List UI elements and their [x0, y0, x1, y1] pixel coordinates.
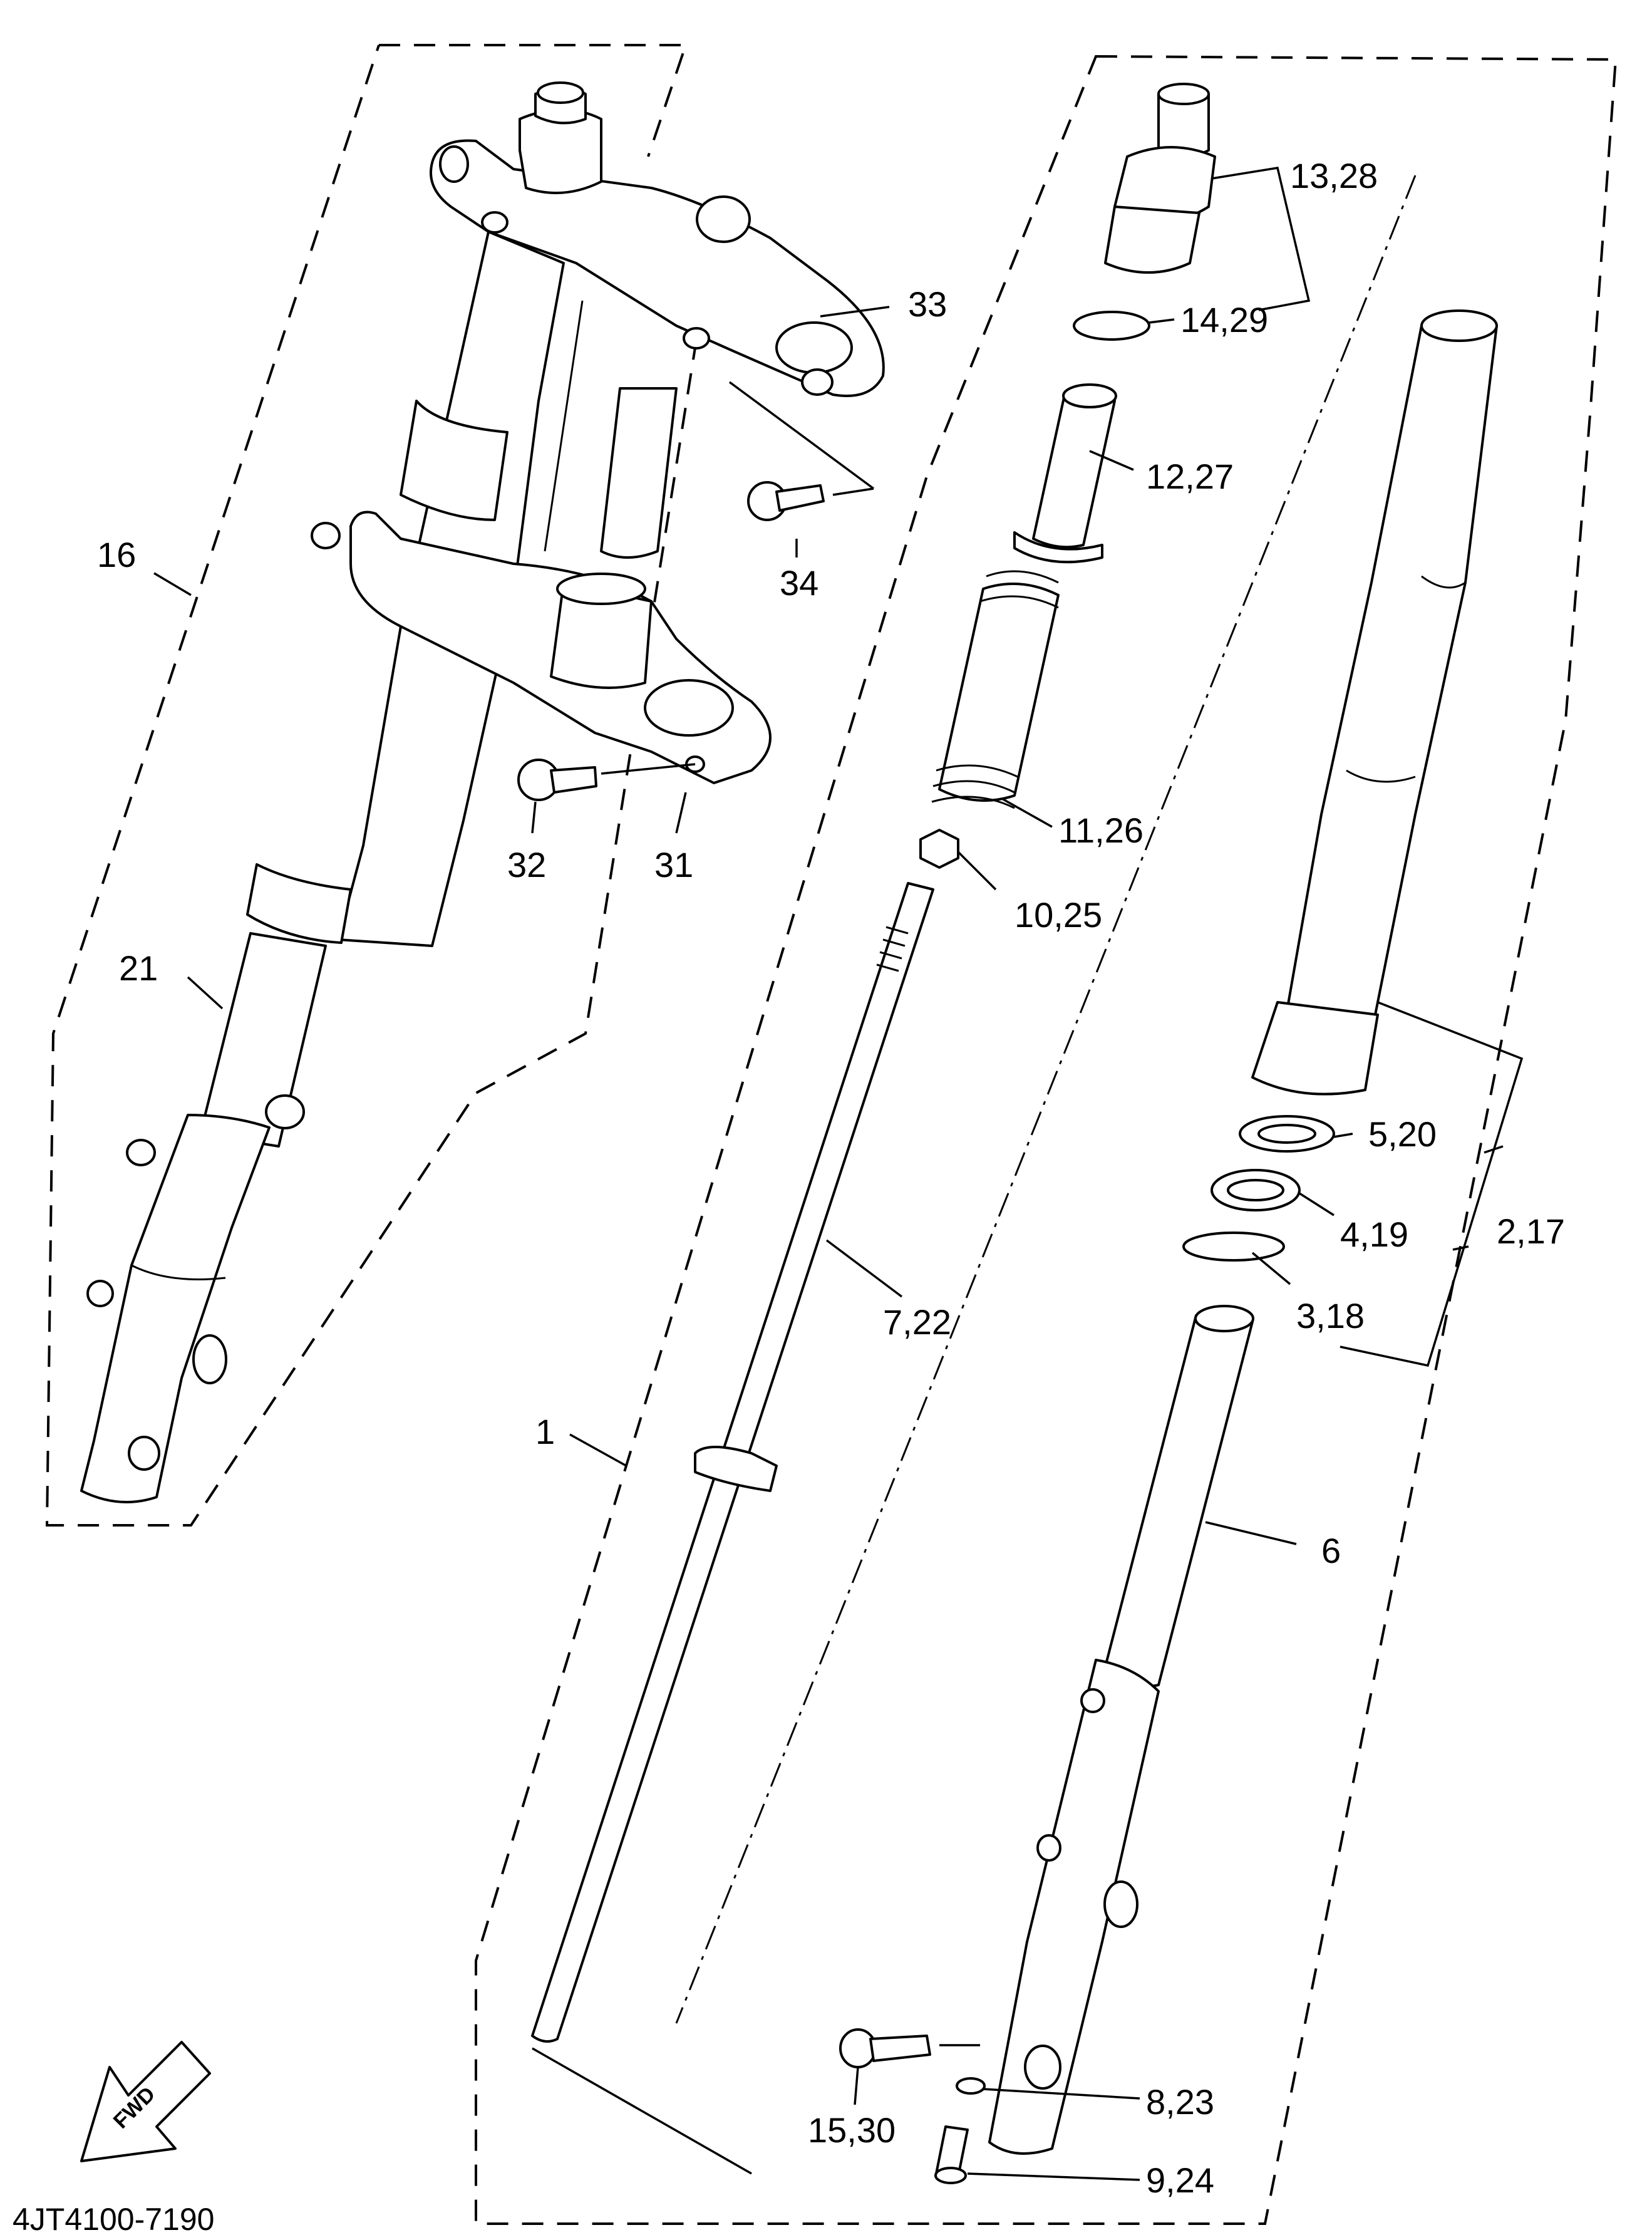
leader-32	[531, 801, 537, 834]
callout-14-29: 14,29	[1180, 300, 1268, 340]
bolt-15-30	[839, 2028, 931, 2068]
callout-32: 32	[507, 845, 546, 884]
leader-8-23	[983, 2088, 1140, 2100]
bolt-34	[747, 481, 825, 521]
steering-stem-nut	[519, 81, 602, 194]
callout-7-22: 7,22	[883, 1302, 951, 1342]
bolt-32	[517, 759, 597, 801]
damper-rod	[531, 882, 934, 2043]
steering-stem	[600, 387, 678, 559]
leader-13-28	[1211, 167, 1311, 311]
leader-21	[187, 976, 224, 1010]
callout-16: 16	[97, 535, 136, 574]
diagram-code: 4JT4100-7190	[13, 2202, 214, 2237]
leader-11-26	[1001, 797, 1053, 828]
callout-34: 34	[780, 563, 818, 603]
drain-bolt	[934, 2125, 969, 2184]
callout-11-26: 11,26	[1058, 811, 1143, 850]
right-assembly-boundary	[475, 54, 1618, 2225]
leader-34-bolt	[832, 487, 874, 496]
fork-lower-leg	[80, 1094, 305, 1503]
fork-spring	[931, 570, 1060, 809]
fork-lower-leg-right	[988, 1659, 1160, 2155]
callout-3-18: 3,18	[1296, 1296, 1365, 1335]
callout-10-25: 10,25	[1014, 895, 1102, 935]
oil-seal	[1211, 1169, 1301, 1211]
callout-21: 21	[119, 948, 158, 988]
leader-15-30	[854, 2066, 859, 2105]
upper-bracket	[430, 139, 885, 397]
leader-3-18	[1251, 1252, 1291, 1285]
leader-33	[820, 306, 890, 318]
leader-31	[675, 792, 687, 834]
forward-arrow: FWD	[80, 2041, 211, 2162]
under-bracket	[311, 511, 772, 784]
leader-4-19	[1299, 1192, 1335, 1216]
callout-4-19: 4,19	[1340, 1215, 1408, 1254]
leader-31-bolt	[601, 763, 696, 775]
leader-12-27	[1089, 450, 1134, 471]
copper-washer	[956, 2077, 986, 2095]
callout-1: 1	[535, 1412, 555, 1451]
callout-9-24: 9,24	[1146, 2160, 1214, 2200]
callout-8-23: 8,23	[1146, 2082, 1214, 2122]
callout-5-20: 5,20	[1368, 1114, 1437, 1154]
fork-axis-centerline	[675, 175, 1417, 2024]
fork-inner-tube	[199, 932, 327, 1148]
leader-6	[1205, 1521, 1297, 1545]
callout-12-27: 12,27	[1146, 457, 1234, 496]
callout-15-30: 15,30	[808, 2110, 896, 2150]
leader-14-29	[1149, 318, 1175, 324]
leader-5-20	[1333, 1133, 1353, 1138]
dust-seal	[1239, 1115, 1335, 1153]
callout-33: 33	[908, 284, 947, 324]
callout-2-17: 2,17	[1497, 1211, 1565, 1251]
leader-9-24	[967, 2172, 1140, 2181]
leader-33b	[728, 381, 875, 490]
spacer-collar	[1013, 383, 1117, 564]
callout-6: 6	[1321, 1531, 1341, 1570]
retaining-clip	[1182, 1231, 1285, 1262]
o-ring	[1073, 311, 1150, 341]
leader-7-22	[825, 1239, 903, 1298]
callout-13-28: 13,28	[1290, 156, 1378, 195]
leader-2-17	[1340, 1001, 1524, 1367]
cap-bolt	[1104, 83, 1216, 274]
leader-16	[153, 572, 192, 596]
leader-10-25	[957, 851, 997, 891]
fork-inner-tube-6	[1101, 1305, 1254, 1689]
left-assembly-boundary	[45, 44, 709, 1527]
leader-1	[569, 1433, 627, 1467]
fork-outer-tube	[1251, 309, 1498, 1096]
leader-1-bracket	[532, 2047, 752, 2175]
locknut	[919, 829, 959, 869]
callout-31: 31	[654, 845, 693, 884]
